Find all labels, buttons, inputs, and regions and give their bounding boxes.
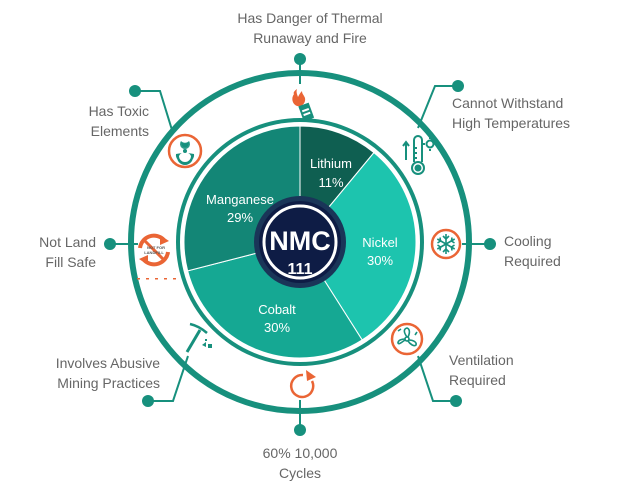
- callout-cycles: 60% 10,000 Cycles: [210, 443, 390, 483]
- callout-ventilation-line1: Ventilation: [449, 352, 514, 368]
- dot-cooling: [484, 238, 496, 250]
- snowflake-icon: [430, 228, 462, 260]
- callout-temperature-line2: High Temperatures: [452, 115, 571, 131]
- callout-toxic: Has Toxic Elements: [0, 101, 149, 141]
- callout-thermal: Has Danger of Thermal Runaway and Fire: [210, 8, 410, 48]
- thermometer-icon: [402, 135, 437, 175]
- callout-cycles-line1: 60% 10,000: [262, 445, 338, 461]
- cycle-arrow-icon: [289, 370, 316, 399]
- callout-landfill-line2: Fill Safe: [45, 254, 96, 270]
- dot-thermal: [294, 53, 306, 65]
- slice-label-nickel: Nickel: [362, 235, 398, 250]
- dot-landfill: [104, 238, 116, 250]
- landfill-dashes: [137, 278, 176, 280]
- callout-mining: Involves Abusive Mining Practices: [0, 353, 160, 393]
- pie-slices: [183, 125, 417, 359]
- callout-mining-line1: Involves Abusive: [55, 355, 160, 371]
- not-for-landfill-icon: NOT FOR LANDFILL: [138, 233, 170, 267]
- dot-ventilation: [450, 395, 462, 407]
- slice-label-lithium: Lithium: [310, 156, 352, 171]
- connector-toxic: [135, 90, 173, 131]
- callout-cooling-line1: Cooling: [504, 233, 552, 249]
- connectors: [110, 60, 490, 430]
- callout-mining-line2: Mining Practices: [57, 375, 160, 391]
- fire-battery-icon: [292, 89, 315, 122]
- dot-mining: [142, 395, 154, 407]
- callout-ventilation: Ventilation Required: [449, 350, 514, 390]
- pie-slice-nickel: [299, 151, 417, 341]
- connector-temperature: [417, 85, 458, 129]
- fan-icon: [390, 322, 424, 356]
- callout-ventilation-line2: Required: [449, 372, 506, 388]
- center-title: NMC: [269, 226, 331, 256]
- connector-ventilation: [417, 355, 455, 402]
- connector-mining: [148, 355, 189, 402]
- callout-landfill-line1: Not Land: [39, 234, 96, 250]
- callout-toxic-line1: Has Toxic: [88, 103, 149, 119]
- slice-label-cobalt: Cobalt: [258, 302, 296, 317]
- callout-temperature-line1: Cannot Withstand: [452, 95, 564, 111]
- callout-cooling-line2: Required: [504, 253, 561, 269]
- pie-slice-cobalt: [187, 241, 363, 359]
- center-badge-inner-ring: [262, 204, 338, 280]
- dot-temperature: [452, 80, 464, 92]
- connector-dots: [104, 53, 496, 436]
- callout-thermal-line1: Has Danger of Thermal: [237, 10, 383, 26]
- biohazard-icon: [167, 133, 203, 169]
- slice-value-nickel: 30%: [367, 253, 393, 268]
- slice-label-manganese: Manganese: [206, 192, 274, 207]
- slice-value-lithium: 11%: [318, 175, 343, 190]
- callout-thermal-line2: Runaway and Fire: [253, 30, 367, 46]
- dot-cycles: [294, 424, 306, 436]
- dot-toxic: [129, 85, 141, 97]
- slice-value-cobalt: 30%: [264, 320, 290, 335]
- callout-toxic-line2: Elements: [90, 123, 149, 139]
- center-subtitle: 111: [288, 261, 313, 278]
- pickaxe-icon: [185, 322, 212, 353]
- callout-temperature: Cannot Withstand High Temperatures: [452, 93, 570, 133]
- landfill-icon-text-2: LANDFILL: [144, 250, 164, 255]
- center-badge: [259, 201, 341, 283]
- callout-cycles-line2: Cycles: [278, 465, 321, 481]
- slice-value-manganese: 29%: [227, 210, 253, 225]
- callout-landfill: Not Land Fill Safe: [0, 232, 96, 272]
- landfill-icon-text-1: NOT FOR: [147, 245, 165, 250]
- callout-cooling: Cooling Required: [504, 231, 561, 271]
